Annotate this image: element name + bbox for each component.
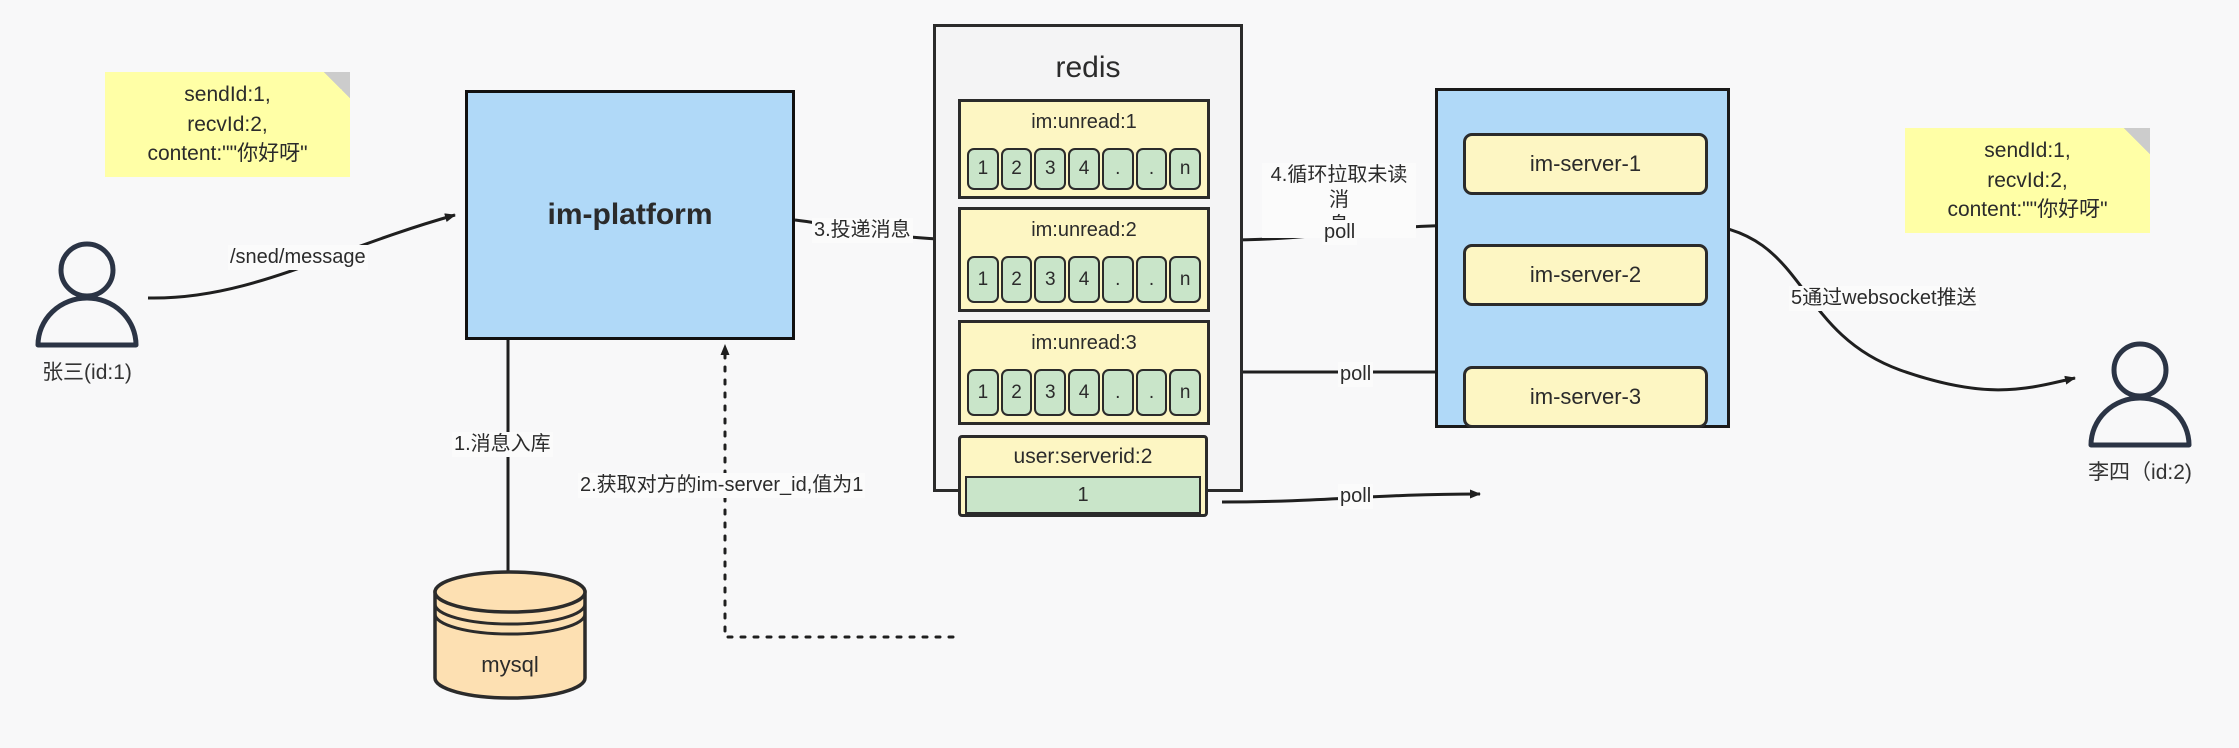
list-cell[interactable]: . — [1135, 148, 1168, 190]
redis-list-im-unread-2[interactable]: im:unread:2 1 2 3 4 . . n — [958, 207, 1210, 312]
database-cylinder-icon — [433, 570, 587, 700]
sticky-note-receiver: sendId:1, recvId:2, content:""你好呀" — [1905, 128, 2150, 233]
im-server-2-label: im-server-2 — [1529, 262, 1642, 287]
edge-label-step5: 5通过websocket推送 — [1789, 286, 1979, 311]
list-cell[interactable]: 2 — [1000, 256, 1033, 303]
im-server-1-label: im-server-1 — [1529, 151, 1642, 176]
list-cell[interactable]: 1 — [967, 148, 999, 190]
redis-list-im-unread-1[interactable]: im:unread:1 1 2 3 4 . . n — [958, 99, 1210, 199]
redis-list-im-unread-3[interactable]: im:unread:3 1 2 3 4 . . n — [958, 320, 1210, 425]
list-cell[interactable]: 4 — [1068, 369, 1100, 416]
list-cell[interactable]: n — [1169, 256, 1202, 303]
list-cell[interactable]: 1 — [967, 256, 999, 303]
redis-list-2-cells: 1 2 3 4 . . n — [967, 256, 1202, 303]
im-platform-box[interactable]: im-platform — [465, 90, 795, 340]
mysql-label: mysql — [481, 652, 539, 677]
im-server-3-box[interactable]: im-server-3 — [1463, 366, 1708, 428]
list-cell[interactable]: n — [1169, 369, 1202, 416]
note-fold-icon — [324, 72, 350, 98]
edge-label-poll-3: poll — [1338, 484, 1374, 509]
mysql-database[interactable]: mysql — [430, 570, 590, 700]
list-cell[interactable]: 4 — [1068, 256, 1100, 303]
user-icon — [35, 241, 139, 348]
redis-container: redis im:unread:1 1 2 3 4 . . n im:unrea… — [933, 24, 1243, 517]
redis-list-3-cells: 1 2 3 4 . . n — [967, 369, 1202, 416]
im-server-2-box[interactable]: im-server-2 — [1463, 244, 1708, 306]
list-cell[interactable]: . — [1101, 256, 1134, 303]
redis-list-3-key: im:unread:3 — [1031, 332, 1137, 354]
redis-kv-key: user:serverid:2 — [1013, 445, 1153, 468]
note-fold-icon — [2124, 128, 2150, 154]
im-server-3-label: im-server-3 — [1529, 384, 1642, 409]
list-cell[interactable]: 2 — [1000, 148, 1033, 190]
edge-label-step1: 1.消息入库 — [452, 432, 553, 457]
list-cell[interactable]: n — [1169, 148, 1202, 190]
edge-label-step2: 2.获取对方的im-server_id,值为1 — [578, 473, 866, 498]
im-platform-label: im-platform — [547, 198, 713, 231]
edge-label-send-message: /sned/message — [228, 245, 368, 270]
redis-title: redis — [1055, 51, 1121, 84]
list-cell[interactable]: 4 — [1068, 148, 1100, 190]
list-cell[interactable]: 3 — [1034, 148, 1067, 190]
list-cell[interactable]: . — [1101, 148, 1134, 190]
list-cell[interactable]: 3 — [1034, 256, 1067, 303]
edge-label-poll-1: poll — [1322, 220, 1358, 245]
redis-kv-value: 1 — [965, 476, 1201, 514]
list-cell[interactable]: . — [1135, 256, 1168, 303]
actor-receiver: 李四（id:2) — [2075, 340, 2205, 486]
edge-label-step3: 3.投递消息 — [812, 218, 913, 243]
actor-sender-label: 张三(id:1) — [42, 361, 132, 384]
im-server-cluster: im-server-1 im-server-2 im-server-3 — [1435, 88, 1730, 428]
redis-list-1-cells: 1 2 3 4 . . n — [967, 148, 1202, 190]
actor-sender: 张三(id:1) — [22, 240, 152, 386]
redis-list-1-key: im:unread:1 — [1031, 111, 1137, 133]
user-icon — [2088, 341, 2192, 448]
redis-list-2-key: im:unread:2 — [1031, 219, 1137, 241]
sticky-note-receiver-text: sendId:1, recvId:2, content:""你好呀" — [1947, 138, 2108, 222]
list-cell[interactable]: 1 — [967, 369, 999, 416]
list-cell[interactable]: . — [1135, 369, 1168, 416]
sticky-note-sender-text: sendId:1, recvId:2, content:""你好呀" — [147, 82, 308, 166]
edge-label-poll-2: poll — [1338, 362, 1374, 387]
list-cell[interactable]: . — [1101, 369, 1134, 416]
list-cell[interactable]: 3 — [1034, 369, 1067, 416]
sticky-note-sender: sendId:1, recvId:2, content:""你好呀" — [105, 72, 350, 177]
actor-receiver-label: 李四（id:2) — [2088, 461, 2192, 484]
redis-kv-user-serverid[interactable]: user:serverid:2 1 — [958, 435, 1208, 517]
list-cell[interactable]: 2 — [1000, 369, 1033, 416]
im-server-1-box[interactable]: im-server-1 — [1463, 133, 1708, 195]
